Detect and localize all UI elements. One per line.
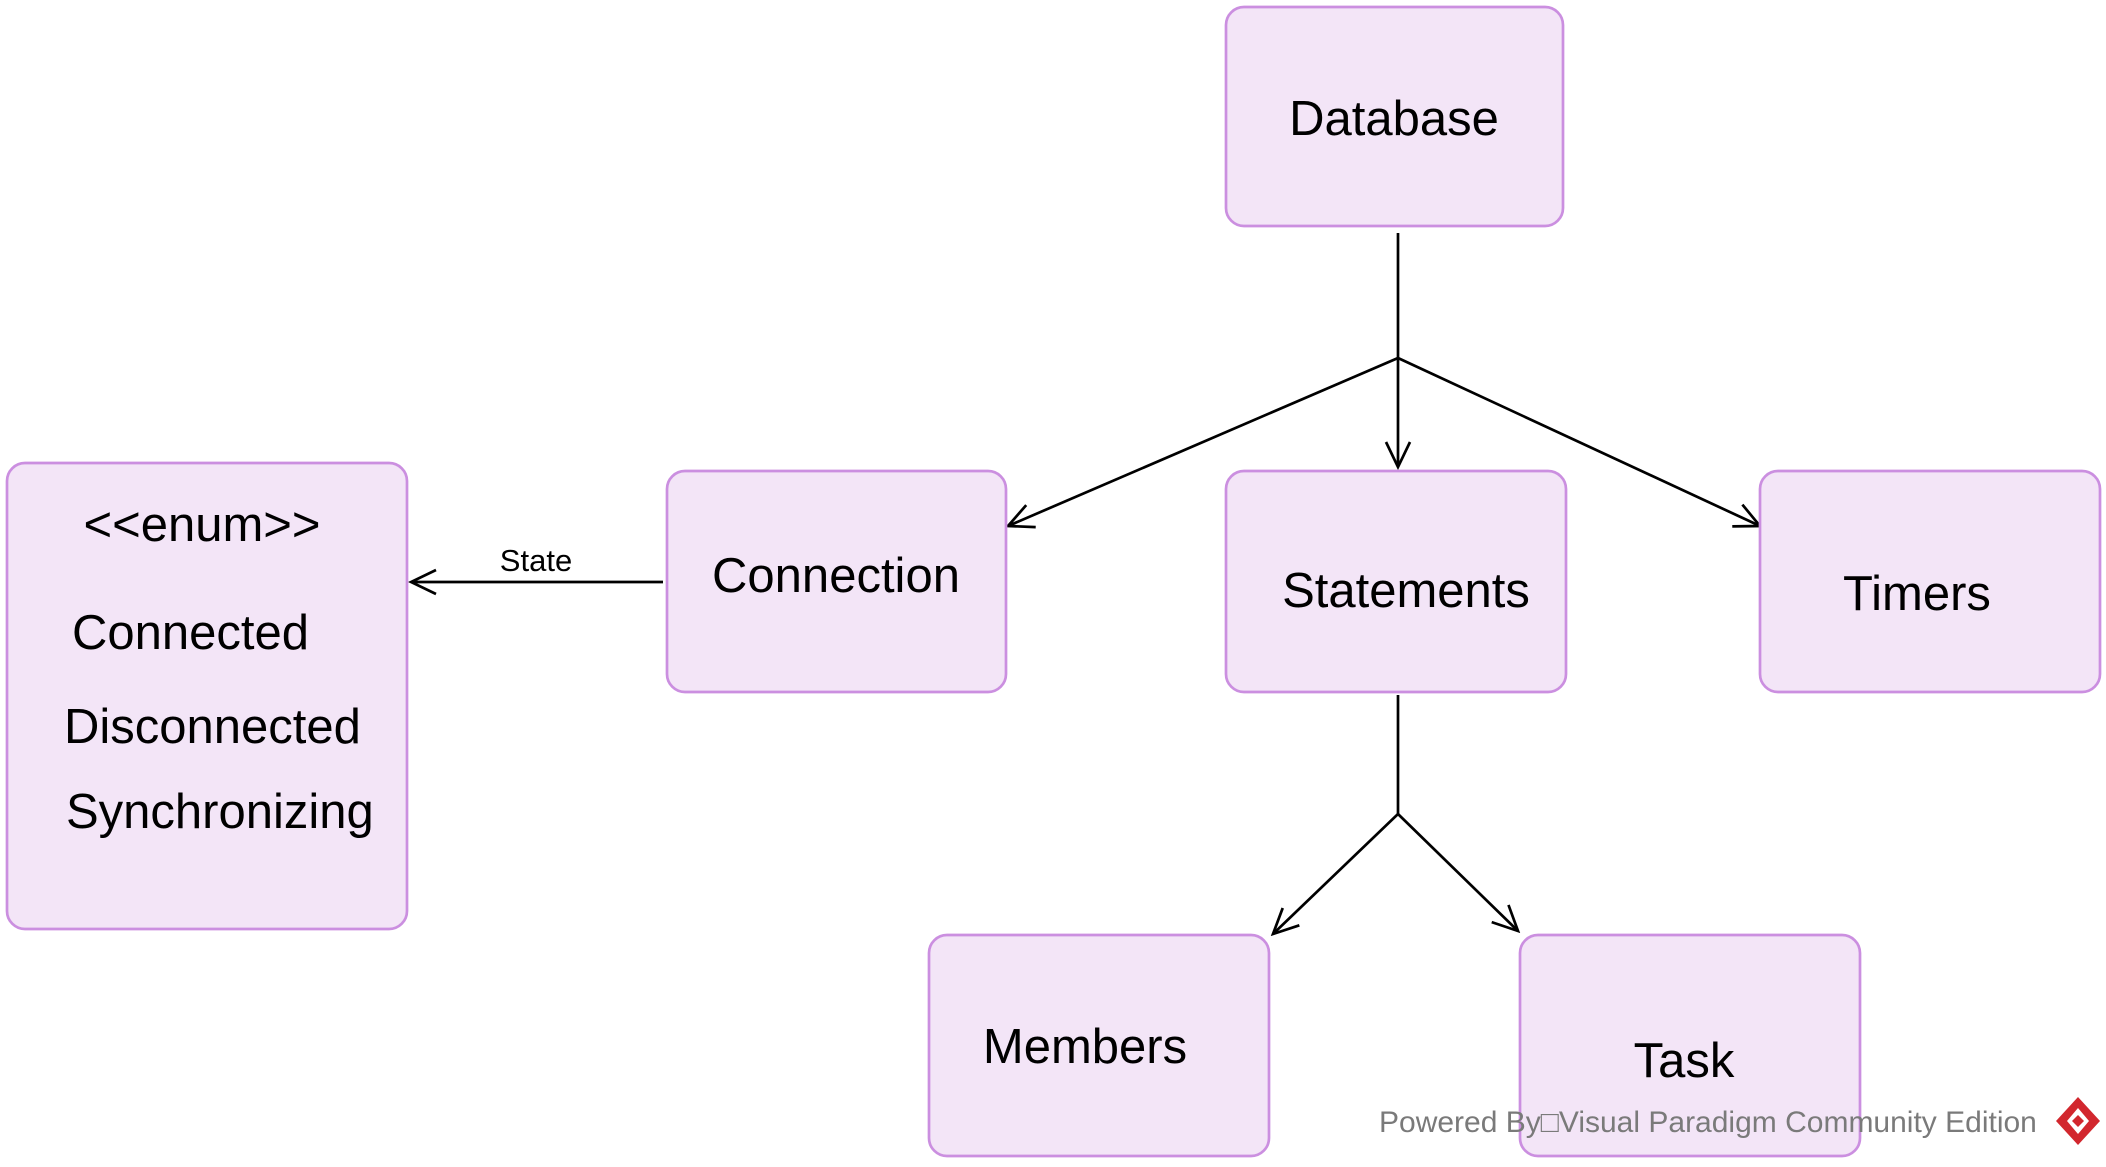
watermark-text: Powered By□Visual Paradigm Community Edi… bbox=[1379, 1106, 2037, 1139]
edge-label-state: State bbox=[500, 543, 572, 578]
node-database[interactable]: Database bbox=[1224, 5, 1565, 228]
node-task-label: Task bbox=[1634, 1034, 1735, 1088]
edge-database-to-timers bbox=[1397, 356, 1760, 526]
node-members-label: Members bbox=[983, 1020, 1187, 1074]
enum-literal-synchronizing: Synchronizing bbox=[66, 785, 374, 839]
node-members[interactable]: Members bbox=[927, 933, 1271, 1158]
node-connection[interactable]: Connection bbox=[665, 469, 1008, 694]
node-statements[interactable]: Statements bbox=[1224, 469, 1568, 694]
enum-stereotype: <<enum>> bbox=[83, 498, 320, 552]
visual-paradigm-logo-icon bbox=[2056, 1097, 2100, 1145]
edge-database-to-connection bbox=[1008, 233, 1400, 526]
node-timers[interactable]: Timers bbox=[1758, 469, 2102, 694]
enum-literal-connected: Connected bbox=[72, 606, 309, 660]
node-task[interactable]: Task bbox=[1518, 933, 1862, 1158]
watermark: Powered By□Visual Paradigm Community Edi… bbox=[1379, 1097, 2100, 1145]
node-timers-label: Timers bbox=[1843, 567, 1991, 621]
edge-statements-to-task bbox=[1397, 813, 1518, 931]
node-connection-label: Connection bbox=[712, 549, 960, 603]
node-statements-label: Statements bbox=[1282, 564, 1530, 618]
node-database-label: Database bbox=[1289, 92, 1499, 146]
node-enum[interactable]: <<enum>> Connected Disconnected Synchron… bbox=[5, 461, 409, 931]
edge-statements-to-members bbox=[1273, 695, 1400, 934]
edge-connection-to-enum: State bbox=[411, 543, 663, 582]
enum-literal-disconnected: Disconnected bbox=[64, 700, 361, 754]
